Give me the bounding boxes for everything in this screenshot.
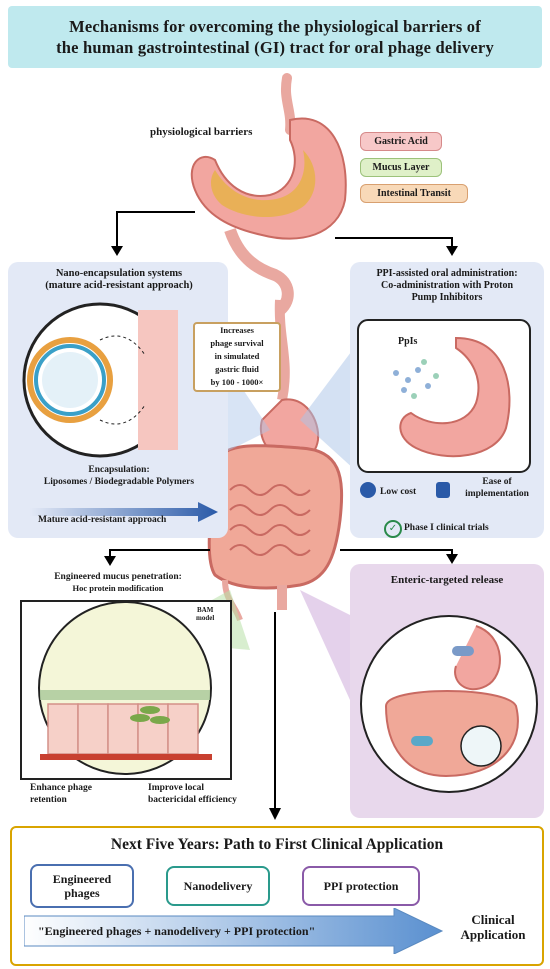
callout-line-3: in simulated (214, 351, 260, 361)
title-banner: Mechanisms for overcoming the physiologi… (8, 6, 542, 68)
encap-line-2: Liposomes / Biodegradable Polymers (43, 477, 195, 487)
clinical-application-label: Clinical Application (448, 912, 538, 942)
box1-line-2: phages (64, 886, 100, 900)
nano-title: Nano-encapsulation systems (mature acid-… (10, 268, 228, 292)
clinical-line-1: Clinical (471, 912, 515, 927)
clinical-line-2: Application (460, 927, 526, 942)
callout-line-5: by 100 - 1000× (210, 377, 264, 387)
ppi-title-line-1: PPI-assisted oral administration: (376, 268, 518, 279)
large-intestine (207, 444, 344, 590)
ppi-protection-box: PPI protection (302, 866, 420, 906)
ppi-title-line-3: Pump Inhibitors (411, 292, 483, 303)
bam-model-illustration (38, 601, 212, 775)
mature-approach-label: Mature acid-resistant approach (38, 515, 167, 525)
liposome-illustration (22, 302, 178, 458)
barrier-mucus-layer: Mucus Layer (360, 158, 442, 177)
low-cost-label: Low cost (380, 487, 417, 497)
ppi-stomach-illustration (357, 319, 531, 473)
engineered-phages-box: Engineered phages (30, 864, 134, 908)
enteric-release-illustration (360, 615, 538, 793)
path-arrow (24, 908, 444, 954)
enhance-line-1: Enhance phage (30, 783, 93, 793)
gear-person-icon (436, 482, 450, 498)
enhance-label: Enhance phage retention (30, 782, 92, 806)
future-title: Next Five Years: Path to First Clinical … (110, 836, 444, 853)
ppi-title-line-2: Co-administration with Proton (380, 280, 514, 291)
mucus-title: Engineered mucus penetration: Hoc protei… (8, 572, 228, 594)
callout-line-1: Increases (220, 325, 254, 335)
bam-label: BAM model (196, 606, 214, 622)
encap-line-1: Encapsulation: (88, 465, 150, 475)
mucus-title-line-1: Engineered mucus penetration: (54, 572, 182, 582)
path-arrow-text: "Engineered phages + nanodelivery + PPI … (38, 924, 316, 938)
barriers-heading: physiological barriers (150, 126, 253, 138)
mature-approach-arrow (30, 502, 218, 522)
check-icon: ✓ (384, 520, 402, 538)
title-line-1: Mechanisms for overcoming the physiologi… (69, 17, 481, 36)
phase-label: Phase I clinical trials (404, 523, 489, 533)
improve-label: Improve local bactericidal efficiency (148, 782, 237, 806)
ease-line-2: implementation (465, 489, 529, 499)
nanodelivery-box: Nanodelivery (166, 866, 270, 906)
nano-title-line-1: Nano-encapsulation systems (55, 268, 183, 279)
ease-label: Ease of implementation (452, 476, 542, 500)
enhance-line-2: retention (30, 795, 67, 805)
callout-line-4: gastric fluid (215, 364, 259, 374)
ppi-title: PPI-assisted oral administration: Co-adm… (350, 268, 544, 304)
improve-line-1: Improve local (148, 783, 205, 793)
coin-icon (360, 482, 376, 498)
bam-line-2: model (196, 614, 215, 622)
ease-line-1: Ease of (482, 477, 512, 487)
barrier-gastric-acid: Gastric Acid (360, 132, 442, 151)
ppis-label: PpIs (398, 336, 418, 347)
enteric-title: Enteric-targeted release (390, 574, 504, 586)
encapsulation-label: Encapsulation: Liposomes / Biodegradable… (10, 464, 228, 488)
callout-line-2: phage survival (210, 338, 264, 348)
box1-line-1: Engineered (52, 872, 112, 886)
title-line-2: the human gastrointestinal (GI) tract fo… (56, 38, 494, 57)
survival-callout: Increases phage survival in simulated ga… (193, 322, 281, 392)
barrier-intestinal-transit: Intestinal Transit (360, 184, 468, 203)
mucus-title-line-2: Hoc protein modification (72, 583, 164, 593)
nano-title-line-2: (mature acid-resistant approach) (45, 280, 193, 291)
bam-line-1: BAM (196, 606, 214, 614)
improve-line-2: bactericidal efficiency (148, 795, 237, 805)
